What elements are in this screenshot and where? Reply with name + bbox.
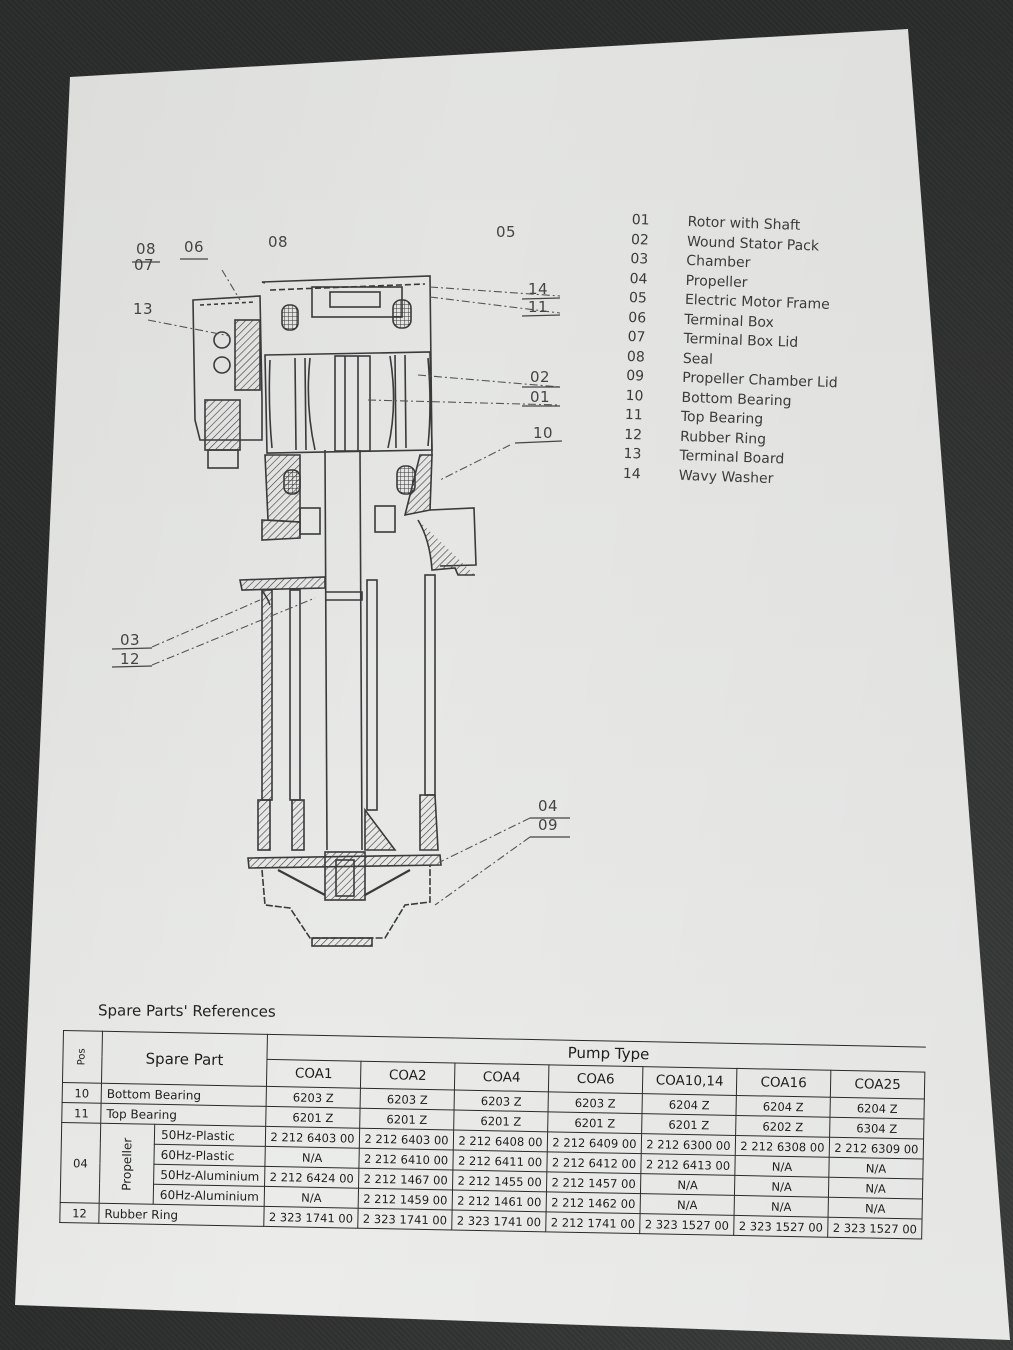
- col-coa25: COA25: [830, 1070, 925, 1100]
- callout-08-left: 08: [136, 240, 157, 258]
- cell: 2 212 6403 00: [265, 1126, 360, 1149]
- cell: N/A: [264, 1146, 360, 1169]
- cell: 2 323 1741 00: [357, 1208, 453, 1231]
- cell: 2 212 6409 00: [547, 1131, 642, 1154]
- cell: 2 323 1741 00: [451, 1210, 547, 1232]
- cell: 2 212 6308 00: [735, 1135, 830, 1158]
- propeller-group-label: Propeller: [99, 1123, 155, 1205]
- callout-11: 11: [528, 298, 549, 316]
- cell: 2 212 1462 00: [546, 1191, 641, 1214]
- cell: 6203 Z: [548, 1091, 643, 1114]
- cell: 6204 Z: [642, 1093, 737, 1116]
- callout-14: 14: [528, 280, 549, 298]
- row-part: 60Hz-Aluminium: [153, 1184, 265, 1207]
- cell: 6201 Z: [453, 1110, 549, 1132]
- cell: 2 212 6309 00: [829, 1137, 924, 1160]
- row-part: Rubber Ring: [98, 1203, 265, 1227]
- col-coa16: COA16: [736, 1068, 831, 1098]
- table-caption: Spare Parts' References: [97, 1001, 276, 1021]
- cell: 6201 Z: [547, 1111, 643, 1134]
- cell: 2 212 6410 00: [358, 1148, 454, 1171]
- col-coa2: COA2: [360, 1061, 455, 1091]
- col-coa1: COA1: [266, 1059, 361, 1089]
- callout-08-top: 08: [268, 233, 289, 251]
- cell: 2 212 1455 00: [452, 1170, 547, 1192]
- row-pos: 04: [60, 1122, 101, 1204]
- cell: N/A: [640, 1173, 735, 1196]
- row-pos: 12: [59, 1202, 100, 1224]
- header-pos: Pos: [62, 1030, 103, 1084]
- cell: 6204 Z: [736, 1095, 831, 1118]
- callout-04: 04: [538, 797, 559, 815]
- cell: 2 323 1741 00: [263, 1206, 359, 1229]
- cell: N/A: [828, 1157, 924, 1180]
- cell: 6304 Z: [829, 1117, 924, 1140]
- cell: 2 212 6413 00: [640, 1153, 736, 1176]
- cell: 6201 Z: [641, 1113, 737, 1136]
- cell: 2 323 1527 00: [639, 1213, 735, 1236]
- cell: 2 212 1457 00: [546, 1171, 641, 1194]
- row-pos: 11: [61, 1102, 102, 1124]
- col-coa6: COA6: [548, 1064, 643, 1094]
- callout-03: 03: [120, 631, 141, 649]
- cell: N/A: [734, 1195, 829, 1218]
- cell: 2 212 1461 00: [452, 1190, 547, 1212]
- cell: 2 212 6300 00: [641, 1133, 736, 1156]
- callout-07: 07: [134, 256, 155, 274]
- row-part: 60Hz-Plastic: [153, 1144, 266, 1167]
- cell: 2 212 6408 00: [453, 1130, 548, 1152]
- callout-05: 05: [496, 223, 517, 241]
- callout-12: 12: [120, 650, 141, 668]
- cell: 2 212 1741 00: [545, 1211, 641, 1234]
- cell: 2 212 1467 00: [358, 1168, 453, 1191]
- cell: 2 323 1527 00: [827, 1217, 923, 1240]
- header-spare-part: Spare Part: [101, 1031, 268, 1087]
- cell: 6203 Z: [454, 1090, 549, 1112]
- cell: 2 212 6424 00: [264, 1166, 359, 1189]
- row-part: 50Hz-Plastic: [154, 1124, 266, 1147]
- cell: N/A: [640, 1193, 735, 1216]
- callout-06: 06: [184, 238, 205, 256]
- cell: 2 212 6403 00: [359, 1128, 454, 1151]
- cell: 6203 Z: [360, 1088, 455, 1111]
- cell: 2 323 1527 00: [733, 1215, 829, 1238]
- col-coa4: COA4: [454, 1063, 549, 1092]
- cell: N/A: [828, 1197, 923, 1220]
- cell: 6204 Z: [829, 1097, 925, 1120]
- cell: 6201 Z: [265, 1106, 361, 1129]
- callout-09: 09: [538, 816, 559, 834]
- cell: 2 212 6412 00: [546, 1151, 642, 1174]
- callout-10: 10: [533, 424, 554, 442]
- cell: 6203 Z: [266, 1086, 361, 1109]
- cell: 6201 Z: [359, 1108, 455, 1131]
- cell: N/A: [734, 1155, 830, 1178]
- callout-13: 13: [133, 300, 154, 318]
- callout-01: 01: [530, 388, 551, 406]
- cell: N/A: [734, 1175, 829, 1198]
- row-part: 50Hz-Aluminium: [153, 1164, 265, 1187]
- cell: 6202 Z: [735, 1115, 830, 1138]
- cell: N/A: [264, 1186, 359, 1209]
- row-pos: 10: [62, 1082, 102, 1104]
- col-coa10-14: COA10,14: [642, 1066, 737, 1096]
- cell: 2 212 1459 00: [358, 1188, 453, 1211]
- cell: 2 212 6411 00: [452, 1150, 548, 1172]
- spare-parts-table: Pos Spare Part Pump Type COA1 COA2 COA4 …: [59, 1030, 926, 1240]
- callout-02: 02: [530, 368, 551, 386]
- cell: N/A: [828, 1177, 923, 1200]
